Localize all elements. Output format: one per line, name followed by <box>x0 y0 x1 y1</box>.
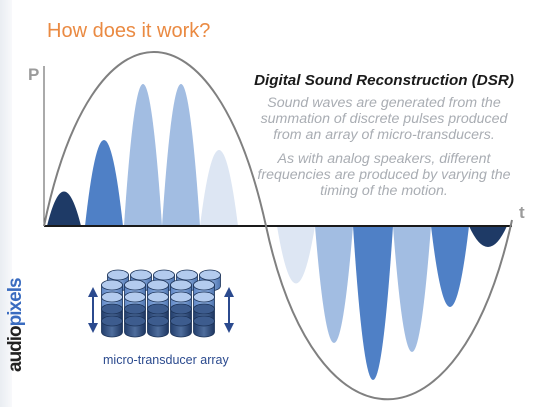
logo-word-part: audio <box>5 326 26 372</box>
pulse-3 <box>124 84 162 226</box>
pulse-2 <box>85 140 123 226</box>
dsr-description: Digital Sound Reconstruction (DSR) Sound… <box>250 72 518 200</box>
transducer-cylinder <box>170 315 192 338</box>
pulse-8 <box>353 226 393 380</box>
audiopixels-logo: audiopixels <box>4 262 28 372</box>
pulse-9 <box>393 226 431 352</box>
pulse-11 <box>469 226 507 247</box>
description-paragraph: Sound waves are generated from the summa… <box>260 95 508 143</box>
transducer-cylinder <box>101 315 123 338</box>
sine-envelope-curve <box>43 51 513 401</box>
description-heading: Digital Sound Reconstruction (DSR) <box>254 72 514 89</box>
y-axis-label: P <box>28 65 40 84</box>
left-decorative-strip <box>0 0 12 407</box>
transducer-cylinder <box>147 315 169 338</box>
pulse-4 <box>162 84 200 226</box>
slide-title: How does it work? <box>47 20 211 42</box>
logo-wordmark: audiopixels <box>4 262 28 372</box>
logo-word-part: pixels <box>5 278 26 327</box>
transducer-cylinder <box>193 315 215 338</box>
pulse-5 <box>200 150 238 226</box>
pulse-1 <box>47 191 81 226</box>
pulse-6 <box>277 226 315 284</box>
description-paragraph: As with analog speakers, different frequ… <box>257 151 511 199</box>
micro-transducer-array-icon <box>101 269 221 338</box>
x-axis-label: t <box>519 203 525 222</box>
pulse-7 <box>315 226 353 343</box>
pulse-10 <box>431 226 469 307</box>
transducer-cylinder <box>124 315 146 338</box>
array-caption: micro-transducer array <box>103 353 229 367</box>
